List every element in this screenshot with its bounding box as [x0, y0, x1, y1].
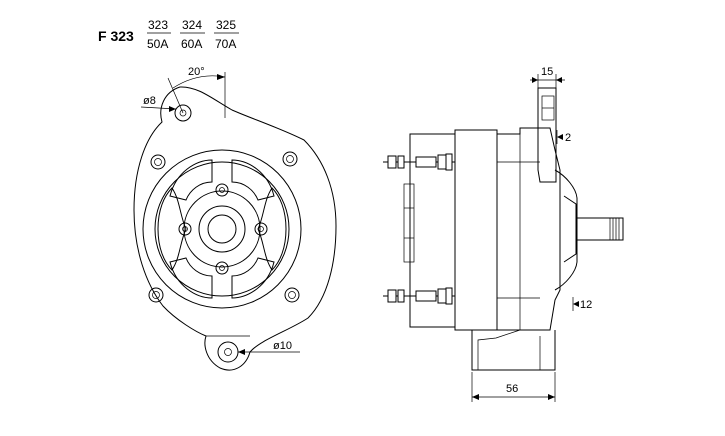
hub-bolt-right-center — [258, 226, 264, 232]
upper-hole-callout: ø8 — [140, 95, 177, 112]
hub-bolt-right — [254, 222, 268, 236]
shaft-bore — [207, 214, 237, 244]
upper-mounting-hole — [174, 104, 192, 122]
stator-ring-inner — [154, 161, 290, 297]
opening-right — [257, 187, 287, 271]
bracket-gap-label: 2 — [565, 132, 571, 144]
angle-extension-line — [167, 77, 184, 114]
terminal-upper — [383, 153, 455, 171]
hub-bolt-left — [178, 222, 192, 236]
upper-hole-label: ø8 — [143, 95, 156, 107]
variant-3-amperage: 70A — [215, 37, 236, 51]
screw-bottom-left-head — [152, 291, 160, 299]
dim-15-arrow-left — [532, 77, 538, 83]
fan-openings — [157, 159, 287, 299]
stator-body — [454, 129, 498, 331]
screw-bottom-left — [148, 287, 164, 303]
hub-bolt-left-center — [182, 226, 188, 232]
dim-2-arrow — [557, 134, 563, 140]
bracket-width-label: 15 — [541, 66, 553, 78]
bracket-width-dimension: 15 — [530, 66, 565, 88]
upper-stud-insulator — [415, 156, 437, 168]
screw-top-right-head — [286, 155, 294, 163]
lower-stud-nut-2 — [397, 289, 405, 303]
rear-cover-vent — [403, 183, 415, 263]
terminal-lower — [383, 287, 455, 305]
title-block: F 323 323 50A 324 60A 325 70A — [98, 18, 239, 51]
screw-bottom-right — [284, 287, 300, 303]
housing-screws — [148, 151, 300, 303]
model-number: F 323 — [98, 28, 134, 44]
angle-dimension: 20° — [167, 66, 226, 118]
foot-gap-dimension: 12 — [572, 297, 592, 311]
dim-56-arrow-left — [472, 394, 479, 400]
hub-bolt-top-center — [219, 187, 225, 193]
dim-15-arrow-right — [556, 77, 562, 83]
stator-ring-outer — [142, 149, 302, 309]
foot-length-dimension: 56 — [471, 372, 556, 402]
hub-bolt-bottom-center — [219, 265, 225, 271]
upper-hole-arrow — [169, 106, 176, 112]
front-view: 20° ø8 ø10 — [133, 66, 337, 371]
hub-bolts — [178, 183, 268, 275]
upper-stud-nut-1 — [387, 155, 397, 169]
front-housing-outline — [133, 86, 337, 371]
hub-bolt-bottom — [215, 261, 229, 275]
upper-stud-nut-3 — [437, 154, 447, 170]
angle-label: 20° — [188, 66, 205, 78]
upper-stud-nut-2 — [397, 155, 405, 169]
screw-top-right — [282, 151, 298, 167]
front-housing — [496, 127, 561, 331]
bracket-gap-dimension: 2 — [556, 130, 571, 144]
variant-2-number: 324 — [182, 18, 202, 32]
lower-stud-insulator — [415, 290, 437, 302]
lower-hole-center — [224, 348, 232, 356]
angle-arrow — [217, 74, 225, 80]
lower-hole-label: ø10 — [273, 340, 292, 352]
opening-top-right — [231, 159, 275, 201]
upper-hole-center — [179, 109, 187, 117]
drive-shaft — [575, 217, 624, 241]
rotor-hub — [198, 205, 246, 253]
mounting-foot — [471, 329, 556, 371]
hub-bolt-top — [215, 183, 229, 197]
opening-top-left — [169, 159, 213, 201]
variant-1-number: 323 — [148, 18, 168, 32]
opening-bottom-right — [231, 257, 275, 299]
dim-12-arrow — [573, 301, 579, 307]
lower-mounting-hole — [217, 341, 239, 363]
shaft — [575, 217, 624, 241]
upper-bracket — [537, 87, 557, 183]
dim-56-arrow-right — [548, 394, 555, 400]
opening-bottom-left — [169, 257, 213, 299]
foot-inner-line — [477, 329, 521, 370]
lower-stud-washer — [445, 287, 453, 305]
opening-left — [157, 187, 187, 271]
screw-top-left — [150, 154, 166, 170]
nose-collar — [563, 195, 577, 263]
variant-2-amperage: 60A — [181, 37, 202, 51]
variant-1-amperage: 50A — [147, 37, 168, 51]
foot-gap-label: 12 — [580, 299, 592, 311]
lower-stud-nut-1 — [387, 289, 397, 303]
upper-stud-washer — [445, 153, 453, 171]
bracket-arm — [537, 87, 557, 183]
side-view: 15 2 12 56 — [383, 66, 624, 402]
foot-outline — [471, 330, 556, 371]
rotor-hub-ring — [183, 190, 261, 268]
foot-length-label: 56 — [506, 383, 518, 395]
bearing-nose — [554, 169, 578, 291]
screw-bottom-right-head — [288, 291, 296, 299]
lower-hole-callout: ø10 — [238, 340, 300, 355]
lower-hole-arrow — [238, 349, 245, 355]
screw-top-left-head — [154, 158, 162, 166]
variant-3-number: 325 — [216, 18, 236, 32]
lower-stud-nut-3 — [437, 288, 447, 304]
